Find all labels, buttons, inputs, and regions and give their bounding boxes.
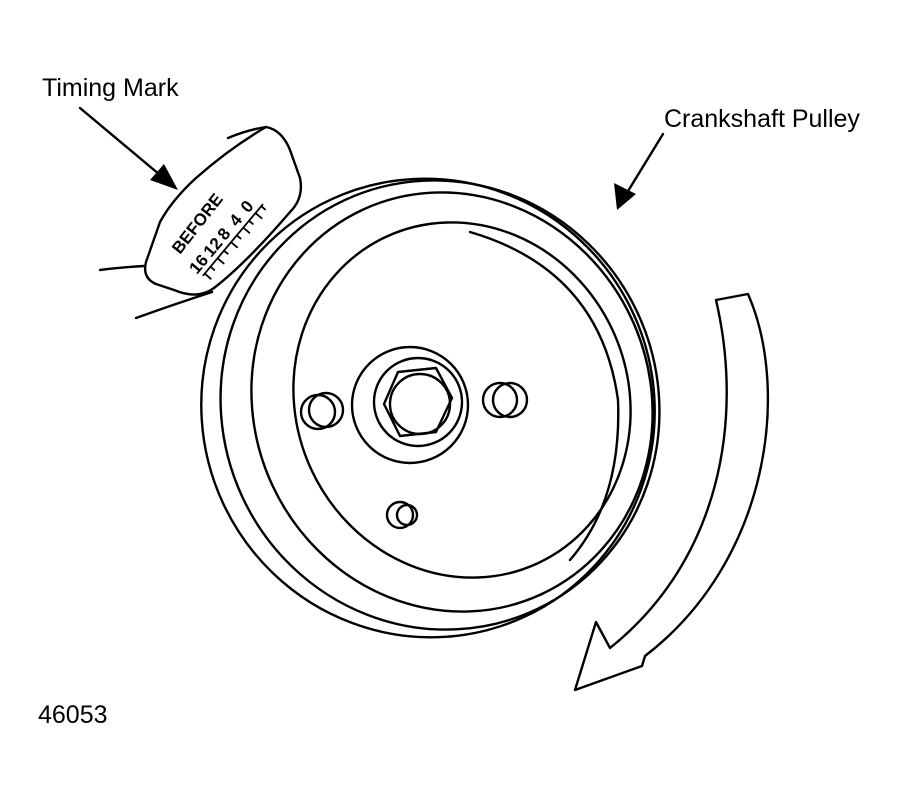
pulley-outer-rim [219, 179, 661, 631]
timing-cover [98, 125, 303, 320]
timing-scale-baseline [202, 203, 264, 277]
crankshaft-pulley-label: Crankshaft Pulley [664, 105, 860, 133]
pulley-hub-face [292, 221, 632, 579]
crankshaft-bolt-head [388, 372, 452, 436]
timing-scale: BEFORE 16 12 8 4 0 [168, 190, 266, 280]
pulley-inner-edge [468, 230, 620, 562]
pulley-bolt-left [299, 391, 345, 431]
crankshaft-pulley [200, 177, 661, 639]
timing-scale-ticks [203, 205, 266, 280]
pulley-bolt-right [481, 381, 529, 419]
crankshaft-bolt-hex [382, 366, 454, 438]
pulley-leader-arrow [614, 132, 665, 210]
pulley-belt-groove [250, 191, 654, 613]
figure-id: 46053 [38, 701, 108, 729]
pulley-hole [385, 500, 419, 530]
crankshaft-hub-inner [372, 356, 464, 448]
rotation-direction-arrow [573, 292, 770, 692]
pulley-outer-rim-back [200, 177, 656, 639]
crankshaft-hub [350, 345, 470, 465]
timing-mark-leader-arrow [78, 106, 178, 190]
timing-mark-label: Timing Mark [42, 74, 179, 102]
